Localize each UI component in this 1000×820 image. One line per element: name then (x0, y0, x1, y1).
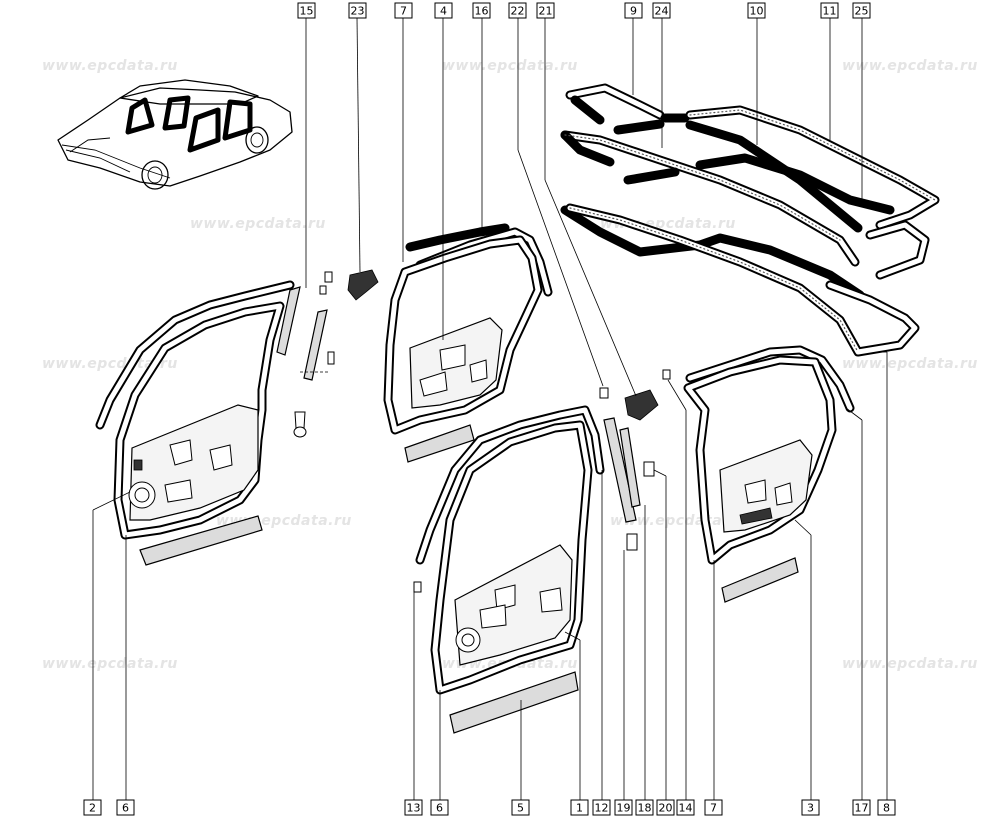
callout-label: 20 (659, 802, 673, 815)
callout-17: 17 (852, 799, 871, 816)
rear-door-upper-assembly (383, 223, 553, 463)
watermark-text: www.epcdata.ru (610, 513, 746, 529)
callout-label: 2 (89, 802, 96, 815)
callout-4: 4 (434, 2, 453, 19)
callout-label: 5 (517, 802, 524, 815)
callout-22: 22 (508, 2, 527, 19)
watermark-text: www.epcdata.ru (842, 58, 978, 74)
callout-label: 14 (679, 802, 693, 815)
callout-label: 11 (823, 5, 837, 18)
callout-label: 15 (300, 5, 314, 18)
callout-label: 10 (750, 5, 764, 18)
callout-3: 3 (801, 799, 820, 816)
callout-label: 9 (630, 5, 637, 18)
car-thumbnail (57, 79, 293, 190)
callout-label: 17 (855, 802, 869, 815)
callouts-top: 15 23 7 4 16 22 21 9 24 10 11 25 (297, 2, 871, 19)
rear-door-right-assembly (683, 345, 855, 603)
callout-label: 22 (511, 5, 525, 18)
front-door-assembly (95, 280, 295, 566)
callout-label: 21 (539, 5, 553, 18)
watermark-text: www.epcdata.ru (842, 356, 978, 372)
leader-lines (92, 17, 888, 800)
callout-19: 19 (614, 799, 633, 816)
callout-6-center: 6 (430, 799, 449, 816)
callout-label: 13 (407, 802, 421, 815)
callout-15: 15 (297, 2, 316, 19)
callout-label: 19 (617, 802, 631, 815)
callout-16: 16 (472, 2, 491, 19)
callout-6-left: 6 (116, 799, 135, 816)
watermark-text: www.epcdata.ru (42, 656, 178, 672)
watermark-text: www.epcdata.ru (190, 216, 326, 232)
callout-21: 21 (536, 2, 555, 19)
callout-13: 13 (404, 799, 423, 816)
callout-24: 24 (652, 2, 671, 19)
callout-5: 5 (511, 799, 530, 816)
callout-7-top: 7 (394, 2, 413, 19)
callout-7-bottom: 7 (704, 799, 723, 816)
callout-8: 8 (877, 799, 896, 816)
callout-label: 16 (475, 5, 489, 18)
callout-9: 9 (624, 2, 643, 19)
callout-18: 18 (635, 799, 654, 816)
callout-label: 6 (122, 802, 129, 815)
callout-20: 20 (656, 799, 675, 816)
front-pillar-parts (276, 269, 379, 438)
callout-label: 3 (807, 802, 814, 815)
window-seals (560, 83, 940, 357)
callout-12: 12 (592, 799, 611, 816)
watermark-text: www.epcdata.ru (442, 58, 578, 74)
watermark-text: www.epcdata.ru (42, 58, 178, 74)
callout-23: 23 (348, 2, 367, 19)
callout-label: 18 (638, 802, 652, 815)
callout-11: 11 (820, 2, 839, 19)
callout-label: 24 (655, 5, 669, 18)
callout-10: 10 (747, 2, 766, 19)
callout-label: 6 (436, 802, 443, 815)
callouts-bottom: 2 6 13 6 5 1 12 19 18 20 14 7 3 17 8 (83, 799, 896, 816)
watermark-text: www.epcdata.ru (42, 356, 178, 372)
callout-label: 25 (855, 5, 869, 18)
callout-label: 23 (351, 5, 365, 18)
callout-label: 4 (440, 5, 447, 18)
callout-25: 25 (852, 2, 871, 19)
watermark-text: www.epcdata.ru (842, 656, 978, 672)
callout-label: 1 (576, 802, 583, 815)
callout-label: 12 (595, 802, 609, 815)
callout-2: 2 (83, 799, 102, 816)
callout-label: 8 (883, 802, 890, 815)
callout-1: 1 (570, 799, 589, 816)
callout-label: 7 (710, 802, 717, 815)
callout-14: 14 (676, 799, 695, 816)
front-door-lower-assembly (413, 369, 671, 734)
callout-label: 7 (400, 5, 407, 18)
